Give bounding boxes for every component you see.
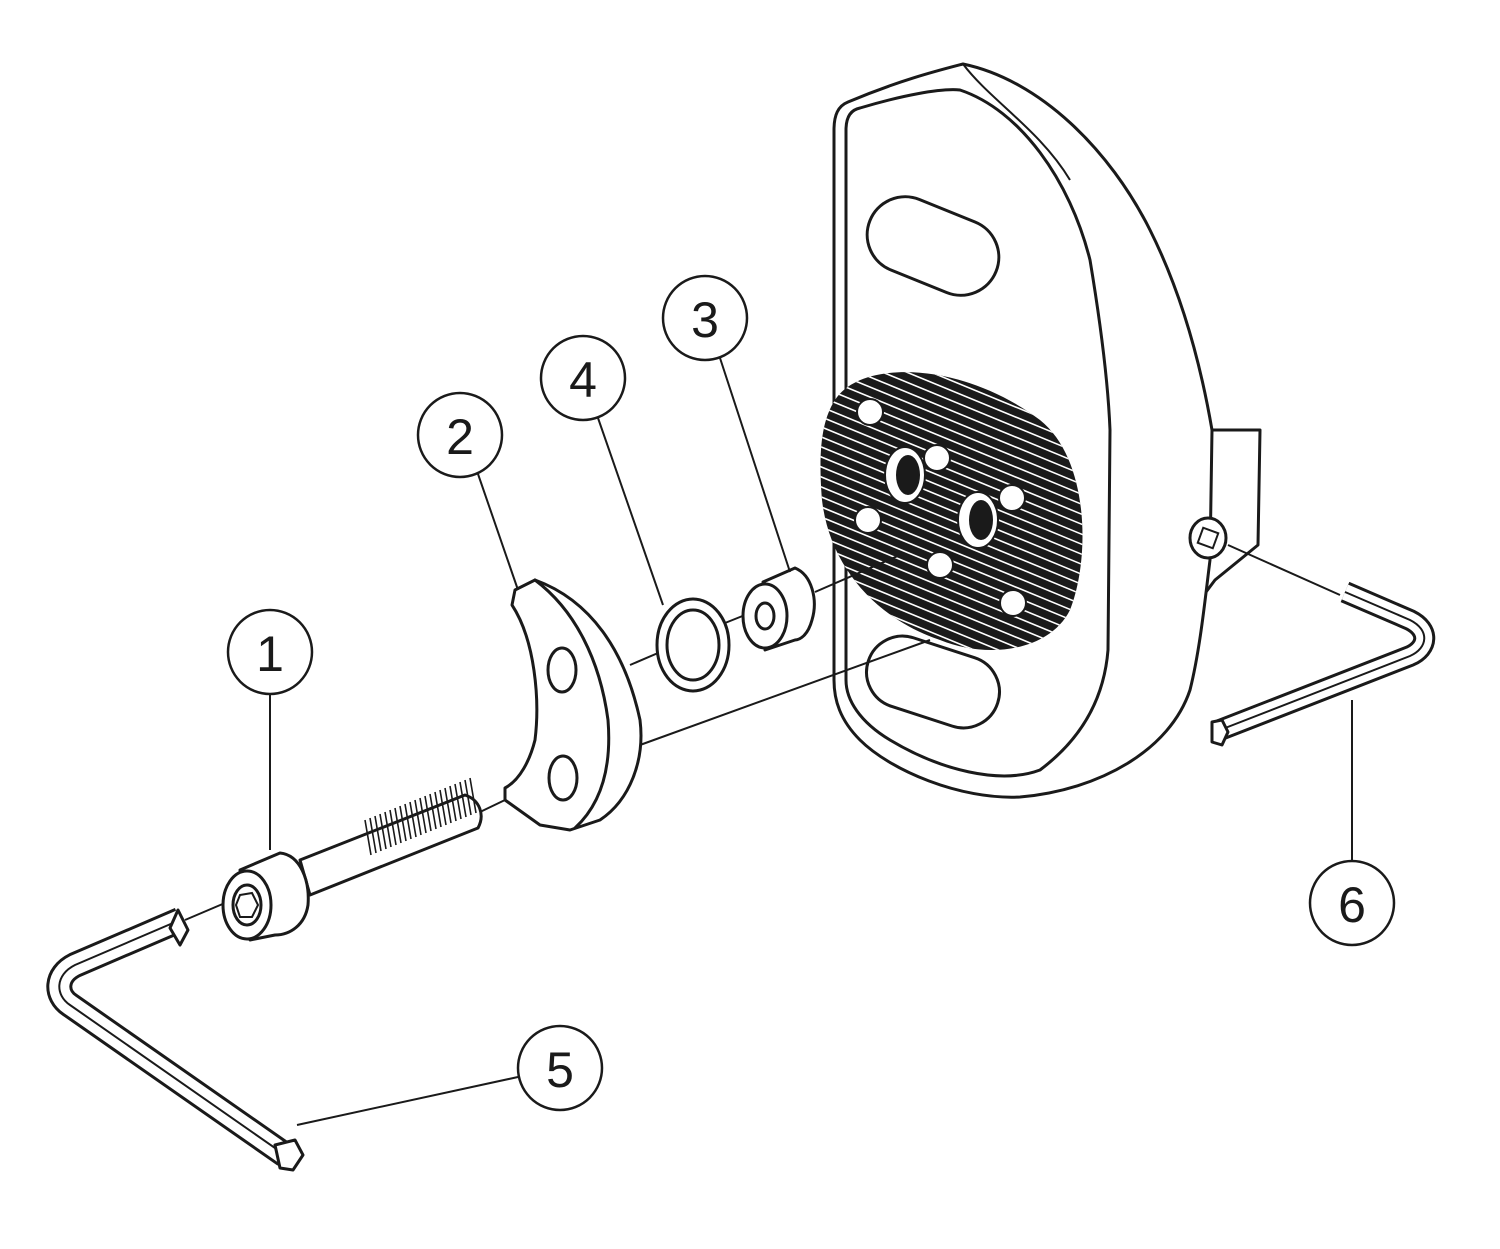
callout-circle	[226, 608, 314, 696]
upper-slot	[865, 195, 1001, 297]
callout-4: 4	[539, 334, 627, 422]
callout-label: 4	[569, 352, 597, 408]
callout-circle	[661, 274, 749, 362]
washer-ring	[655, 597, 731, 693]
bushing	[741, 566, 816, 652]
callout-6: 6	[1308, 859, 1396, 947]
callout-circle	[1308, 859, 1396, 947]
callout-circle	[416, 391, 504, 479]
callout-2: 2	[416, 391, 504, 479]
callout-label: 2	[446, 409, 474, 465]
cap-screw	[221, 777, 483, 942]
callout-3: 3	[661, 274, 749, 362]
callout-1: 1	[226, 608, 314, 696]
lower-slot	[865, 634, 1001, 730]
callout-label: 5	[546, 1042, 574, 1098]
callout-circle	[516, 1024, 604, 1112]
leader-lines	[269, 357, 1353, 1126]
callout-5: 5	[516, 1024, 604, 1112]
callout-label: 6	[1338, 877, 1366, 933]
callout-label: 3	[691, 292, 719, 348]
hex-key-small	[1210, 581, 1436, 747]
hex-key-large	[46, 908, 305, 1172]
serrated-pad	[820, 372, 1083, 650]
clamp-part	[503, 578, 643, 832]
callout-circle	[539, 334, 627, 422]
side-screw	[1188, 516, 1228, 560]
callout-label: 1	[256, 626, 284, 682]
